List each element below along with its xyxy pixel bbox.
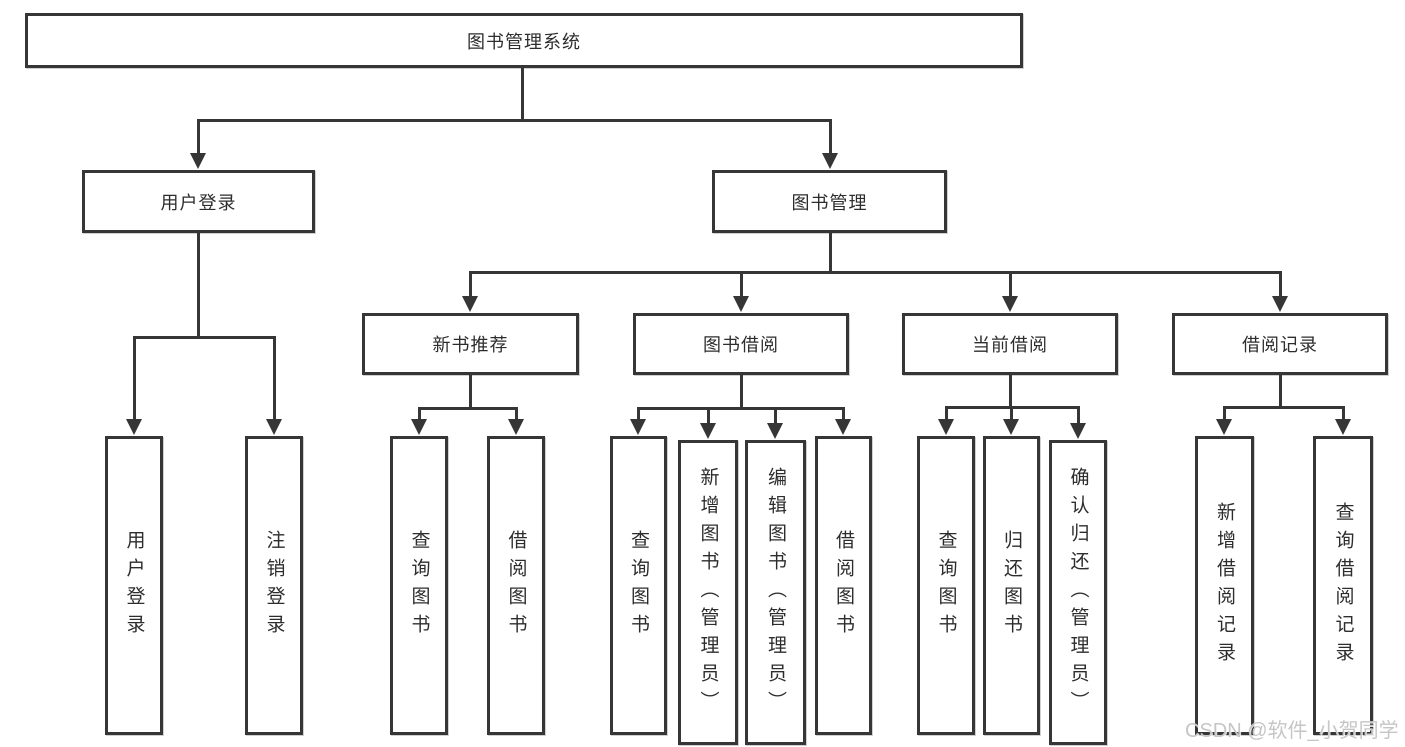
connector-line <box>515 407 518 419</box>
leaf-label: 确认归还（管理员） <box>1067 466 1089 719</box>
connector-line <box>469 271 472 296</box>
leaf-label: 注销登录 <box>263 529 285 642</box>
connector-line <box>774 407 777 423</box>
leaf-label: 新增图书（管理员） <box>697 466 719 719</box>
leaf-label: 归还图书 <box>1001 529 1022 642</box>
connector-line <box>740 375 743 407</box>
connector-line <box>469 271 1281 274</box>
connector-line <box>637 407 845 410</box>
connector-line <box>1223 406 1345 409</box>
connector-line <box>273 336 276 419</box>
leaf-borrow-books: 借阅图书 <box>815 436 872 735</box>
node-new-book-recommendation: 新书推荐 <box>362 313 579 375</box>
connector-line <box>1342 406 1345 419</box>
leaf-label: 查询图书 <box>628 529 649 642</box>
leaf-label: 编辑图书（管理员） <box>765 466 786 719</box>
arrowhead-icon <box>411 419 427 435</box>
node-library-management-system: 图书管理系统 <box>25 13 1023 68</box>
arrowhead-icon <box>126 419 142 435</box>
node-book-management: 图书管理 <box>712 170 947 233</box>
connector-line <box>829 119 832 154</box>
arrowhead-icon <box>822 153 838 169</box>
leaf-label: 用户登录 <box>123 529 145 642</box>
connector-line <box>521 68 524 119</box>
node-book-borrowing: 图书借阅 <box>633 313 849 375</box>
arrowhead-icon <box>767 423 783 439</box>
arrowhead-icon <box>835 419 851 435</box>
leaf-logout: 注销登录 <box>245 436 303 735</box>
connector-line <box>418 407 421 419</box>
leaf-label: 查询图书 <box>408 529 430 642</box>
connector-line <box>1223 406 1226 419</box>
leaf-query-books: 查询图书 <box>917 436 975 735</box>
node-label: 图书管理系统 <box>467 31 581 52</box>
node-label: 当前借阅 <box>972 335 1048 355</box>
leaf-add-borrow-record: 新增借阅记录 <box>1195 436 1254 735</box>
leaf-add-books-admin: 新增图书（管理员） <box>678 440 738 745</box>
connector-line <box>418 407 517 410</box>
leaf-confirm-return-admin: 确认归还（管理员） <box>1049 440 1107 745</box>
leaf-query-books: 查询图书 <box>390 436 448 735</box>
arrowhead-icon <box>1003 419 1019 435</box>
arrowhead-icon <box>462 296 478 312</box>
connector-line <box>1279 271 1282 296</box>
csdn-watermark: CSDN @软件_小贺同学 <box>1185 720 1399 742</box>
arrowhead-icon <box>1216 419 1232 435</box>
arrowhead-icon <box>1335 419 1351 435</box>
leaf-label: 新增借阅记录 <box>1214 501 1235 670</box>
leaf-label: 借阅图书 <box>505 529 527 642</box>
leaf-query-books: 查询图书 <box>610 436 667 735</box>
arrowhead-icon <box>733 296 749 312</box>
leaf-return-books: 归还图书 <box>983 436 1040 735</box>
leaf-label: 查询图书 <box>935 529 957 642</box>
connector-line <box>133 336 136 419</box>
connector-line <box>197 119 200 154</box>
node-current-borrowing: 当前借阅 <box>902 313 1118 375</box>
arrowhead-icon <box>630 419 646 435</box>
arrowhead-icon <box>700 423 716 439</box>
connector-line <box>1279 375 1282 406</box>
connector-line <box>740 271 743 296</box>
connector-line <box>133 336 275 339</box>
arrowhead-icon <box>1272 296 1288 312</box>
connector-line <box>1077 406 1080 423</box>
connector-line <box>1009 271 1012 296</box>
node-label: 新书推荐 <box>432 335 509 355</box>
connector-line <box>637 407 640 419</box>
arrowhead-icon <box>1070 423 1086 439</box>
node-user-login: 用户登录 <box>82 170 315 233</box>
connector-line <box>842 407 845 419</box>
node-borrowing-records: 借阅记录 <box>1172 313 1388 375</box>
arrowhead-icon <box>190 153 206 169</box>
connector-line <box>945 406 948 419</box>
arrowhead-icon <box>508 419 524 435</box>
arrowhead-icon <box>938 419 954 435</box>
connector-line <box>197 233 200 336</box>
node-label: 图书借阅 <box>703 335 779 355</box>
leaf-borrow-books: 借阅图书 <box>487 436 545 735</box>
connector-line <box>197 119 831 122</box>
leaf-edit-books-admin: 编辑图书（管理员） <box>745 440 806 745</box>
connector-line <box>1009 375 1012 406</box>
leaf-label: 查询借阅记录 <box>1332 501 1354 670</box>
leaf-query-borrow-record: 查询借阅记录 <box>1313 436 1373 735</box>
node-label: 借阅记录 <box>1242 335 1318 355</box>
connector-line <box>469 375 472 407</box>
leaf-label: 借阅图书 <box>833 529 854 642</box>
connector-line <box>1010 406 1013 419</box>
arrowhead-icon <box>266 419 282 435</box>
arrowhead-icon <box>1002 296 1018 312</box>
connector-line <box>829 233 832 271</box>
connector-line <box>707 407 710 423</box>
node-label: 用户登录 <box>160 192 237 213</box>
leaf-user-login: 用户登录 <box>105 436 163 735</box>
node-label: 图书管理 <box>791 192 868 213</box>
